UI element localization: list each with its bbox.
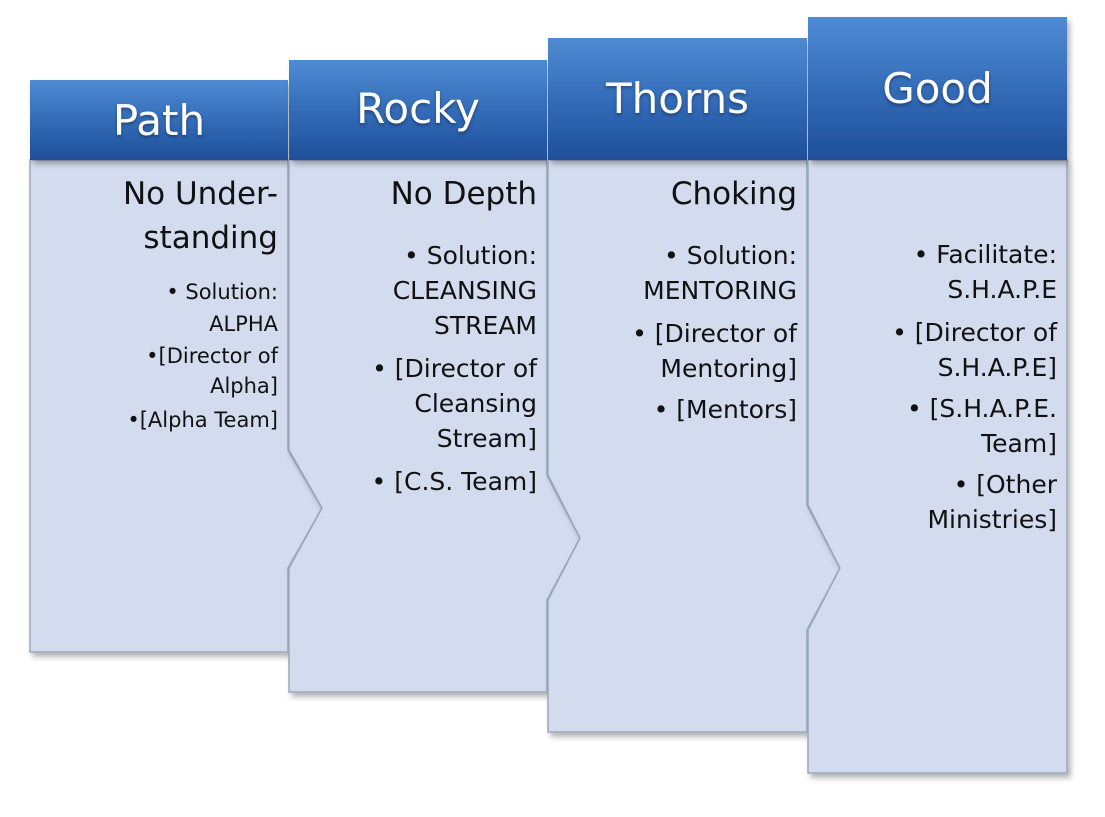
list-item: Cleansing [414, 389, 537, 418]
list-item: • [C.S. Team] [371, 467, 537, 496]
list-path: • Solution: ALPHA •[Director of Alpha] •… [40, 276, 278, 440]
list-good: • Facilitate: S.H.A.P.E • [Director of S… [818, 237, 1057, 537]
list-rocky: • Solution: CLEANSING STREAM • [Director… [299, 238, 537, 499]
list-item: Ministries] [927, 505, 1057, 534]
title-thorns: Thorns [605, 74, 749, 123]
list-item: • Facilitate: [913, 240, 1057, 269]
list-item: S.H.A.P.E] [937, 353, 1057, 382]
list-item: • Solution: [664, 241, 797, 270]
list-item: Alpha] [210, 374, 278, 398]
title-good: Good [882, 64, 993, 113]
header-thorns [548, 38, 807, 160]
title-rocky: Rocky [356, 84, 480, 133]
list-item: • [Director of [372, 354, 537, 383]
list-item: • [Mentors] [653, 395, 797, 424]
list-item: CLEANSING [392, 276, 537, 305]
text-rocky: No Depth • Solution: CLEANSING STREAM • … [299, 172, 537, 499]
panel-thorns [547, 159, 841, 733]
list-item: Mentoring] [660, 354, 797, 383]
list-item: • Solution: [166, 280, 278, 304]
heading-thorns-line-1: Choking [670, 176, 797, 212]
header-rocky [289, 60, 547, 160]
list-item: • Solution: [404, 241, 537, 270]
list-item: Stream] [436, 424, 537, 453]
title-path: Path [112, 96, 206, 145]
list-thorns: • Solution: MENTORING • [Director of Men… [558, 238, 797, 427]
list-item: • [Other [953, 470, 1057, 499]
list-item: •[Director of [146, 344, 278, 368]
heading-rocky-line-1: No Depth [390, 176, 537, 212]
header-good [808, 17, 1067, 160]
list-item: S.H.A.P.E [947, 275, 1057, 304]
list-item: ALPHA [209, 312, 278, 336]
list-item: • [Director of [892, 318, 1057, 347]
list-item: •[Alpha Team] [127, 408, 278, 432]
column-rocky [288, 60, 581, 693]
list-item: STREAM [434, 311, 537, 340]
column-thorns [547, 38, 841, 733]
list-item: • [Director of [632, 319, 797, 348]
list-item: Team] [981, 429, 1057, 458]
list-item: MENTORING [643, 276, 797, 305]
heading-path-line-1: No Under- [122, 176, 278, 212]
panel-good [807, 159, 1068, 774]
column-path [29, 80, 323, 653]
column-good [807, 17, 1068, 774]
text-good: • Facilitate: S.H.A.P.E • [Director of S… [818, 237, 1057, 537]
panel-rocky [288, 159, 581, 693]
text-path: No Under- standing • Solution: ALPHA •[D… [40, 172, 278, 440]
list-item: • [S.H.A.P.E. [906, 394, 1057, 423]
heading-path-line-2: standing [143, 220, 278, 256]
header-path [30, 80, 288, 160]
text-thorns: Choking • Solution: MENTORING • [Directo… [558, 172, 797, 427]
